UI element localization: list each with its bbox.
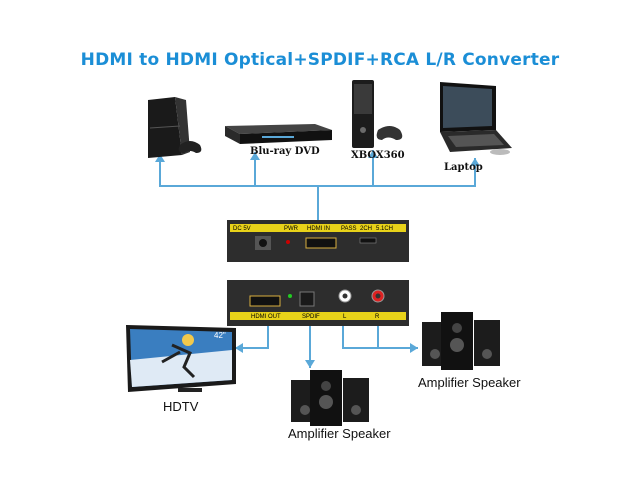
laptop-icon: [440, 82, 512, 155]
tv-size-badge: 42": [214, 331, 226, 340]
hdtv-icon: [126, 325, 236, 392]
xbox360-icon: [352, 80, 403, 148]
source-label-bluray: Blu-ray DVD: [250, 146, 320, 157]
amplifier-speaker-left-icon: [291, 370, 369, 426]
port-label-pwr: PWR: [284, 226, 299, 232]
source-bus-cable: [159, 155, 476, 187]
amplifier-speaker-right-icon: [422, 312, 500, 370]
port-label-2ch: 2CH: [360, 226, 372, 232]
port-label-dc5v: DC 5V: [233, 226, 251, 232]
output-label-speaker-left: Amplifier Speaker: [288, 426, 391, 441]
port-label-spdif: SPDIF: [302, 314, 320, 320]
source-label-laptop: Laptop: [444, 162, 483, 173]
converter-output-panel: HDMI OUT SPDIF L R: [227, 280, 409, 326]
output-label-speaker-right: Amplifier Speaker: [418, 375, 521, 390]
port-label-l: L: [343, 314, 347, 320]
converter-input-panel: DC 5V PWR HDMI IN PASS 2CH 5.1CH: [227, 220, 409, 262]
port-label-hdmi-out: HDMI OUT: [251, 314, 281, 320]
port-label-pass: PASS: [341, 226, 357, 232]
port-label-hdmi-in: HDMI IN: [307, 226, 330, 232]
ps4-console-icon: [148, 97, 202, 158]
port-label-5-1ch: 5.1CH: [376, 226, 393, 232]
output-label-hdtv: HDTV: [163, 399, 199, 414]
source-label-xbox360: XBOX360: [351, 150, 405, 161]
hdtv-cable: [235, 325, 269, 349]
bluray-player-icon: [225, 124, 332, 144]
speaker-right-cable: [342, 325, 418, 349]
page-title: HDMI to HDMI Optical+SPDIF+RCA L/R Conve…: [80, 50, 560, 70]
port-label-r: R: [375, 314, 380, 320]
